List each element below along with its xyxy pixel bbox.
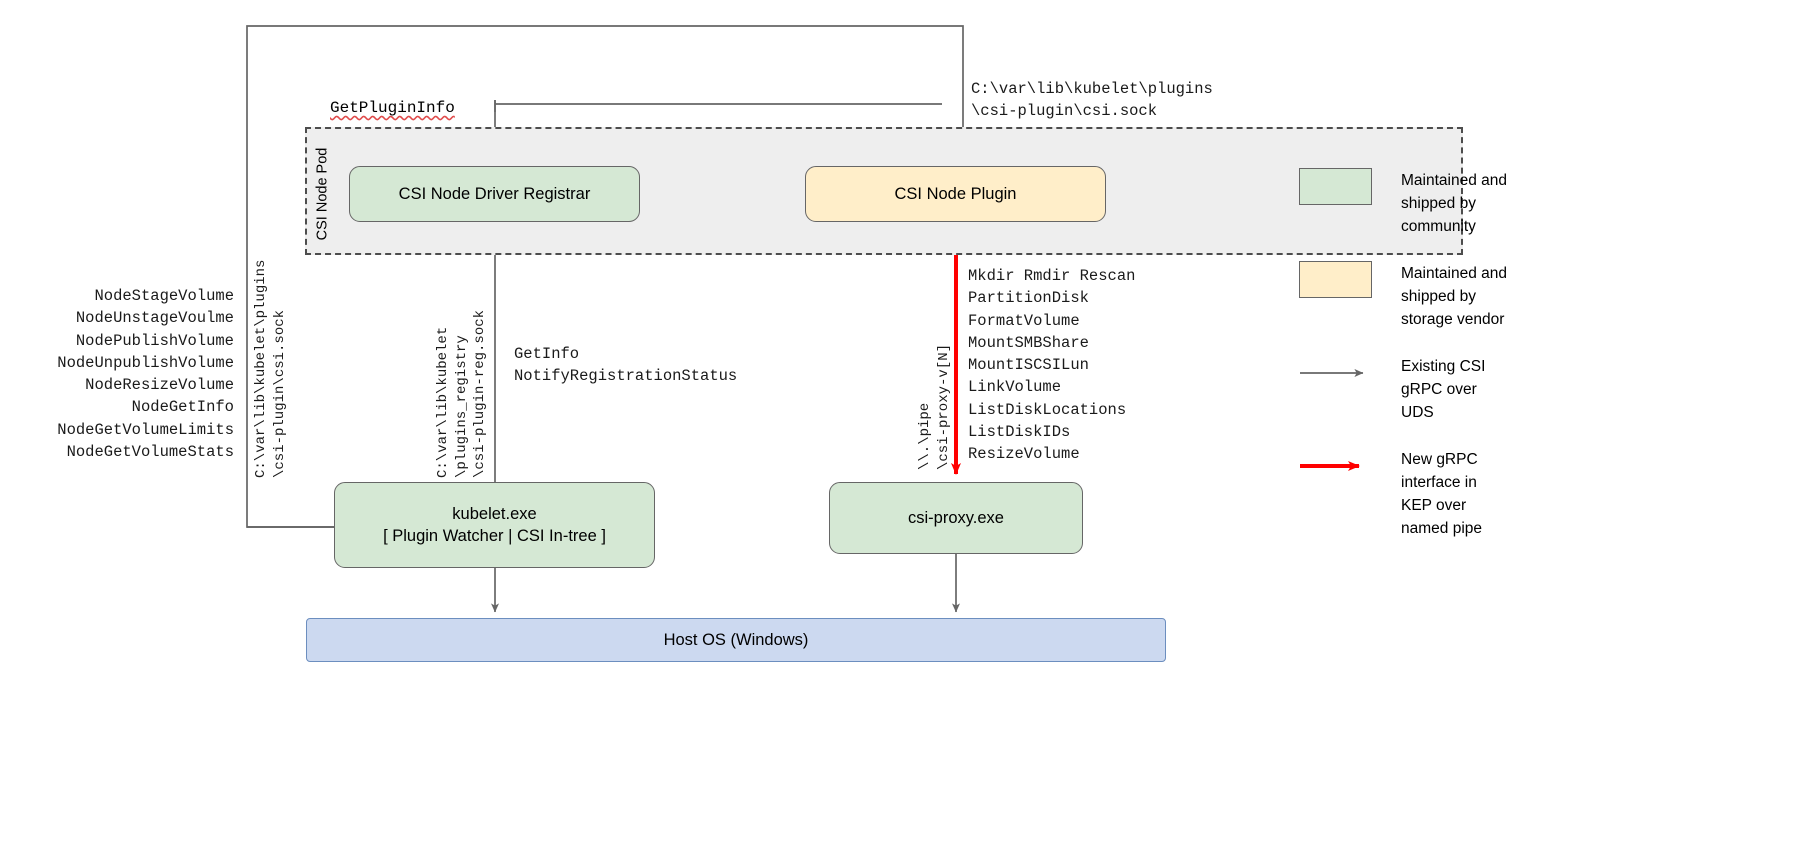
get-plugin-info-label: GetPluginInfo	[330, 99, 455, 117]
csi-proxy-exe-box[interactable]: csi-proxy.exe	[829, 482, 1083, 554]
registration-calls-list: GetInfo NotifyRegistrationStatus	[514, 345, 738, 386]
legend-yellow-swatch	[1299, 261, 1372, 298]
legend-item-storage-vendor-text: Maintained and shipped by storage vendor	[1401, 265, 1507, 328]
csi-proxy-exe-label: csi-proxy.exe	[908, 508, 1004, 527]
legend-green-swatch	[1299, 168, 1372, 205]
csi-sock-path-label: C:\var\lib\kubelet\plugins \csi-plugin\c…	[971, 80, 1213, 121]
legend-item-new-grpc-text: New gRPC interface in KEP over named pip…	[1401, 451, 1483, 537]
host-os-label: Host OS (Windows)	[663, 630, 809, 649]
legend-item-existing-csi: Existing CSI gRPC over UDS	[1299, 354, 1485, 424]
legend-red-arrow-icon	[1299, 447, 1372, 484]
csi-node-plugin-box[interactable]: CSI Node Plugin	[805, 166, 1106, 222]
legend-item-community-text: Maintained and shipped by community	[1401, 172, 1507, 235]
csi-node-driver-registrar-label: CSI Node Driver Registrar	[398, 184, 591, 203]
csi-node-pod-label-text: CSI Node Pod	[314, 147, 331, 241]
plugins-registry-sock-path-label: C:\var\lib\kubelet \plugins_registry \cs…	[435, 309, 488, 478]
host-os-box[interactable]: Host OS (Windows)	[306, 618, 1166, 662]
legend-item-existing-csi-text: Existing CSI gRPC over UDS	[1401, 358, 1486, 421]
csi-node-pod-label: CSI Node Pod	[311, 142, 333, 246]
kubelet-exe-sublabel: [ Plugin Watcher | CSI In-tree ]	[383, 527, 606, 545]
kubelet-exe-label: kubelet.exe	[452, 504, 537, 523]
legend-gray-arrow-icon	[1299, 354, 1372, 391]
legend-item-new-grpc: New gRPC interface in KEP over named pip…	[1299, 447, 1482, 540]
legend-item-community: Maintained and shipped by community	[1299, 168, 1507, 238]
kubelet-csi-sock-path-label: C:\var\lib\kubelet\plugins \csi-plugin\c…	[253, 259, 288, 478]
node-service-calls-list: NodeStageVolume NodeUnstageVoulme NodePu…	[57, 287, 234, 462]
legend-item-storage-vendor: Maintained and shipped by storage vendor	[1299, 261, 1507, 331]
csi-node-driver-registrar-box[interactable]: CSI Node Driver Registrar	[349, 166, 640, 222]
csi-proxy-api-calls-list: Mkdir Rmdir Rescan PartitionDisk FormatV…	[968, 267, 1136, 464]
kubelet-exe-box[interactable]: kubelet.exe [ Plugin Watcher | CSI In-tr…	[334, 482, 655, 568]
named-pipe-path-label: \\.\pipe \csi-proxy-v[N]	[917, 343, 952, 470]
csi-node-plugin-label: CSI Node Plugin	[894, 184, 1017, 203]
